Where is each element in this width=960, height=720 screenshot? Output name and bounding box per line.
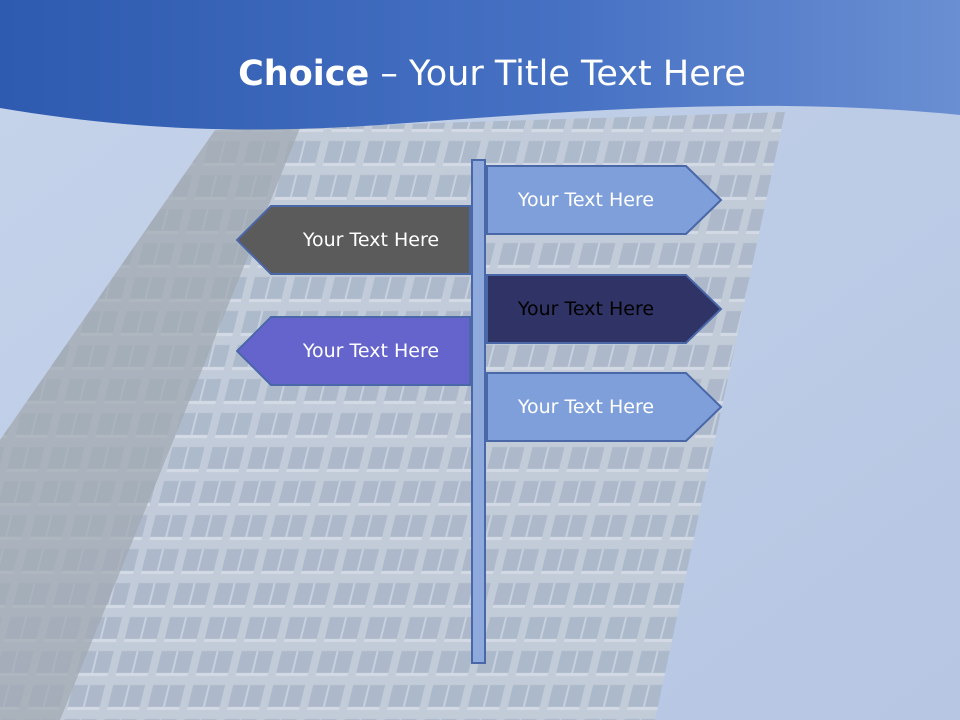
title-text: Your Title Text Here <box>409 54 746 94</box>
sign-left-2[interactable]: Your Text Here <box>236 316 471 386</box>
sign-right-3[interactable]: Your Text Here <box>486 372 723 442</box>
sign-right-1[interactable]: Your Text Here <box>486 165 723 235</box>
sign-left-1-shape <box>236 205 471 275</box>
sign-right-3-shape <box>486 372 723 442</box>
sign-left-2-shape <box>236 316 471 386</box>
sign-left-1[interactable]: Your Text Here <box>236 205 471 275</box>
sign-right-1-label: Your Text Here <box>517 189 655 211</box>
tower-side <box>0 128 300 720</box>
signpost-pole <box>471 159 486 664</box>
sign-right-3-label: Your Text Here <box>517 396 655 418</box>
slide-title: Choice – Your Title Text Here <box>0 52 960 96</box>
sign-right-2-label: Your Text Here <box>517 298 655 320</box>
title-bold: Choice <box>238 54 370 94</box>
sign-right-1-shape <box>486 165 723 235</box>
sign-left-1-label: Your Text Here <box>302 229 440 251</box>
sign-right-2-shape <box>486 274 723 344</box>
title-separator: – <box>369 54 409 94</box>
sign-right-2[interactable]: Your Text Here <box>486 274 723 344</box>
sign-left-2-label: Your Text Here <box>302 340 440 362</box>
title-banner <box>0 0 960 130</box>
